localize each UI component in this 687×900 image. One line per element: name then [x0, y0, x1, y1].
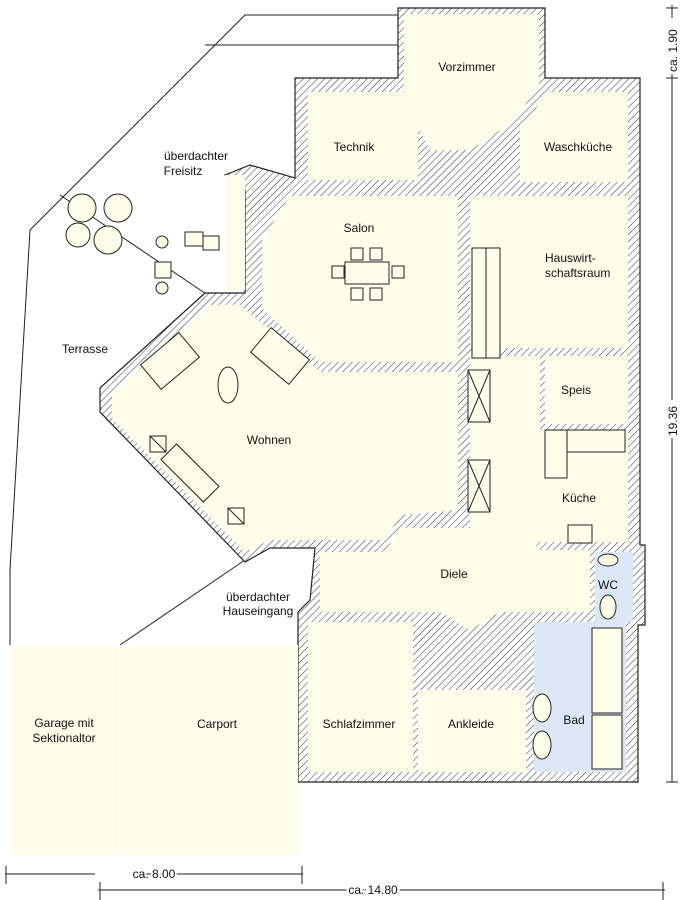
furniture: [65, 193, 626, 770]
room-diele: [320, 528, 590, 630]
label-hauseingang-1: überdachter: [226, 590, 290, 604]
room-garage: [12, 645, 118, 853]
label-speis: Speis: [561, 383, 591, 397]
label-kueche: Küche: [562, 491, 596, 505]
dim-top-right: ca. 1.90: [666, 29, 680, 72]
label-wc: WC: [598, 578, 618, 592]
label-garage-1: Garage mit: [34, 716, 94, 730]
room-schlafzimmer: [308, 622, 413, 772]
label-wohnen: Wohnen: [247, 433, 291, 447]
label-technik: Technik: [334, 140, 376, 154]
room-vorzimmer: [404, 14, 539, 150]
staircase: [471, 247, 501, 359]
label-schlafzimmer: Schlafzimmer: [323, 717, 396, 731]
label-carport: Carport: [197, 717, 238, 731]
dim-bottom-short: ca. 8.00: [133, 867, 176, 881]
room-technik: [308, 92, 418, 180]
label-hauseingang-2: Hauseingang: [223, 604, 294, 618]
label-diele: Diele: [440, 567, 468, 581]
label-vorzimmer: Vorzimmer: [438, 60, 495, 74]
label-freisitz-2: Freisitz: [164, 164, 203, 178]
label-salon: Salon: [344, 221, 375, 235]
label-garage-2: Sektionaltor: [32, 731, 95, 745]
label-ankleide: Ankleide: [448, 717, 494, 731]
shafts: [467, 369, 491, 513]
label-terrasse: Terrasse: [62, 342, 108, 356]
label-freisitz-1: überdachter: [164, 149, 228, 163]
dim-bottom-long: ca. 14.80: [348, 883, 398, 897]
label-hauswirtschaft-1: Hauswirt-: [545, 251, 596, 265]
dim-right: 19.36: [666, 406, 680, 436]
room-tech-freisitz: [225, 175, 245, 290]
room-labels: Vorzimmer Technik Waschküche überdachter…: [32, 60, 618, 745]
room-carport: [120, 645, 298, 853]
label-waschkueche: Waschküche: [544, 140, 613, 154]
label-hauswirtschaft-2: schaftsraum: [545, 266, 610, 280]
dimension-lines: ca. 1.90 19.36 ca. 8.00 ca. 14.80: [5, 5, 680, 900]
label-bad: Bad: [563, 713, 584, 727]
room-ankleide: [418, 690, 526, 772]
room-speis: [545, 356, 628, 424]
room-waschkueche: [520, 92, 628, 182]
